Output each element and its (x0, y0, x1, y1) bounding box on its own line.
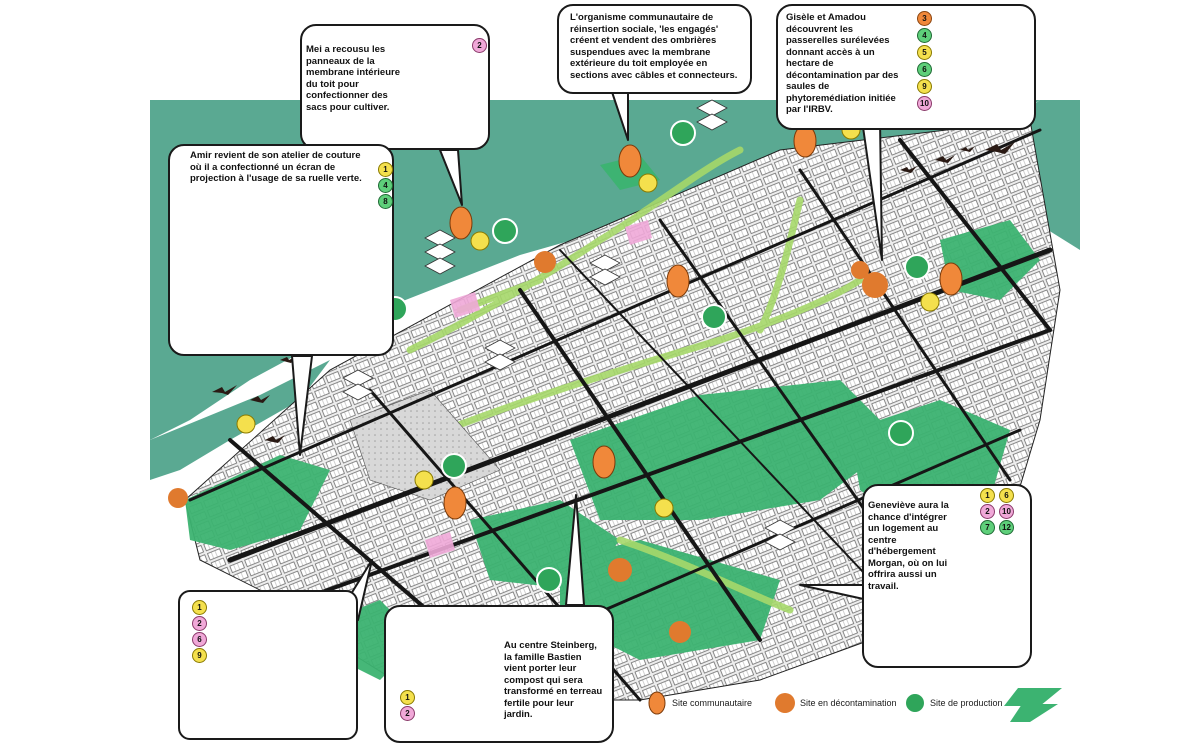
badge-1: 1 (192, 600, 207, 615)
legend-decontamination-label: Site en décontamination (800, 698, 897, 708)
callout-amir-text: Amir revient de son atelier de couture o… (190, 150, 362, 184)
badge-9: 9 (917, 79, 932, 94)
callout-genevieve-text: Geneviève aura la chance d'intégrer un l… (868, 500, 949, 592)
badge-5: 5 (917, 45, 932, 60)
callout-gisele-text: Gisèle et Amadou découvrent les passerel… (786, 12, 899, 115)
badge-12: 12 (999, 520, 1014, 535)
badge-3: 3 (917, 11, 932, 26)
callout-steinberg (384, 605, 614, 743)
stacked-roof-markers (342, 99, 796, 551)
callout-amir (168, 144, 394, 356)
badge-8: 8 (378, 194, 393, 209)
decontamination-shrubs (168, 251, 888, 643)
badge-1: 1 (400, 690, 415, 705)
badge-2: 2 (980, 504, 995, 519)
community-site-legend-icon (648, 691, 666, 715)
badge-1: 1 (378, 162, 393, 177)
badge-6: 6 (917, 62, 932, 77)
legend-communautaire-label: Site communautaire (672, 698, 753, 708)
badge-10: 10 (917, 96, 932, 111)
callout-gisele (776, 4, 1036, 130)
callout-mei (300, 24, 490, 150)
production-site-icons (382, 120, 930, 593)
callout-mei-text: Mei a recousu les panneaux de la membran… (306, 44, 400, 113)
badge-6: 6 (999, 488, 1014, 503)
badge-2: 2 (472, 38, 487, 53)
badge-2: 2 (400, 706, 415, 721)
badge-9: 9 (192, 648, 207, 663)
callout-steinberg-text: Au centre Steinberg, la famille Bastien … (504, 640, 603, 720)
pink-areas (425, 220, 652, 558)
badge-1: 1 (980, 488, 995, 503)
badge-2: 2 (192, 616, 207, 631)
badge-4: 4 (917, 28, 932, 43)
callout-organisme-text: L'organisme communautaire de réinsertion… (570, 12, 738, 81)
badge-6: 6 (192, 632, 207, 647)
production-legend-icon (904, 692, 926, 714)
callout-greenhouse (178, 590, 358, 740)
birds (212, 142, 1015, 443)
badge-10: 10 (999, 504, 1014, 519)
decontamination-legend-icon (775, 693, 795, 713)
legend-production-label: Site de production (930, 698, 1003, 708)
badge-4: 4 (378, 178, 393, 193)
callout-organisme (557, 4, 752, 94)
logo-mark (1004, 688, 1062, 722)
community-site-pins (443, 124, 963, 520)
legend-icons (648, 688, 1062, 722)
badge-7: 7 (980, 520, 995, 535)
